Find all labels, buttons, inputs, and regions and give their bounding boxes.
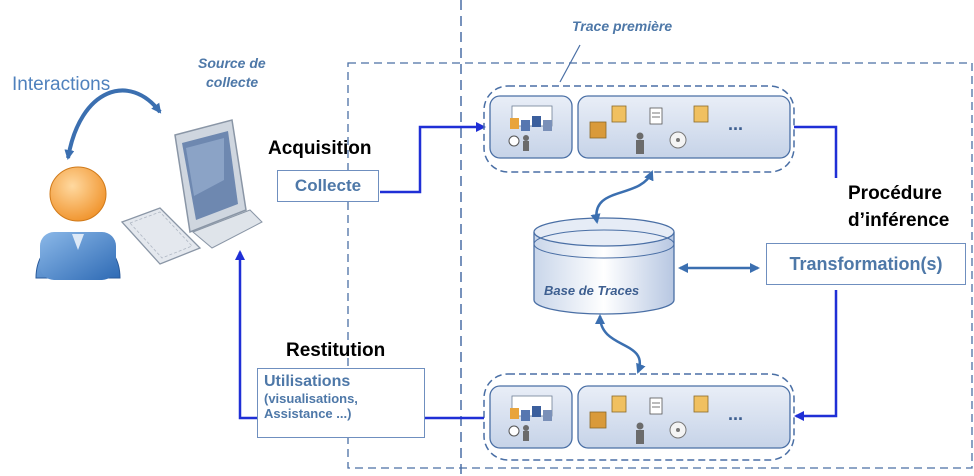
trace-output-obsels-box [577,385,791,449]
trace-premiere-pointer [559,44,581,83]
inference-path-bottom [794,290,838,421]
user-icon [35,166,121,280]
acquisition-label: Acquisition [268,138,372,159]
source-label-line1: Source de [198,55,266,71]
trace-premiere-label: Trace première [572,18,673,34]
procedure-label-line2: d’inférence [848,210,950,231]
collecte-box: Collecte [277,170,379,202]
base-de-traces-database [533,217,675,315]
transformation-label: Transformation(s) [789,254,943,274]
utilisations-detail-1: (visualisations, [264,391,358,406]
trace-premiere-obsels-box [577,95,791,159]
trace-premiere-ellipsis: ... [728,114,744,134]
trace-premiere-model-box [489,95,573,159]
trace-output-model-box [489,385,573,449]
trace-output-obsels-icons [589,395,709,444]
trace-premiere-panel [483,85,795,173]
trace-output-model-icon [508,395,553,441]
database-bottom-panel-link [595,314,646,374]
source-label-line2: collecte [206,74,259,90]
trace-output-ellipsis: ... [728,404,744,424]
trace-region-border [347,62,973,469]
interactions-curved-arrow [64,88,162,160]
computer-icon [120,119,263,265]
top-panel-database-link [590,170,654,224]
base-de-traces-label: Base de Traces [544,283,640,298]
inference-path-top [794,125,838,178]
trace-obsels-icons [589,105,709,154]
utilisations-title: Utilisations [264,373,351,390]
utilisations-box: Utilisations (visualisations, Assistance… [257,368,425,438]
restitution-label: Restitution [286,340,386,361]
transformation-box: Transformation(s) [766,243,966,285]
utilisations-detail-2: Assistance ...) [264,406,352,421]
procedure-label-line1: Procédure [848,183,942,204]
collecte-label: Collecte [294,176,362,195]
interactions-label: Interactions [12,74,111,95]
collecte-arrow [380,122,486,194]
trace-model-icon [508,105,553,151]
